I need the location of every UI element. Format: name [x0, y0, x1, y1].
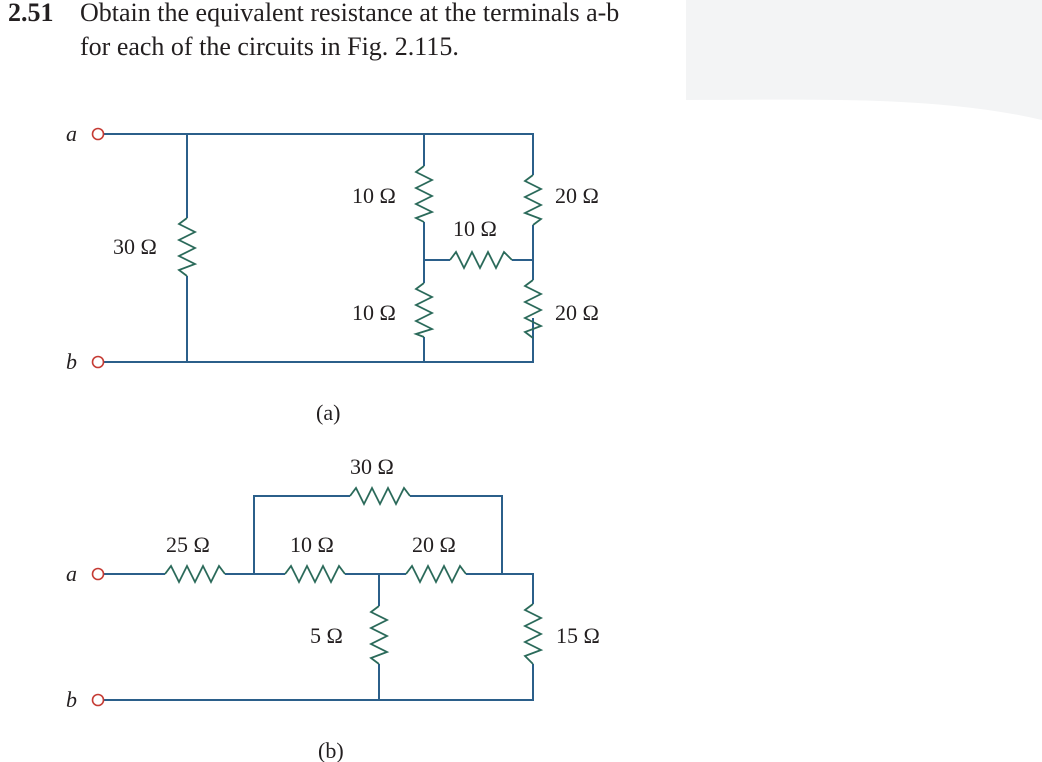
wire-a-top: [104, 133, 534, 175]
wire-a-bottom: [104, 318, 534, 363]
resistor-b-10ohm: [284, 563, 346, 585]
resistor-a-10ohm-bridge: [449, 249, 513, 271]
label-a-terminal-b: b: [66, 349, 77, 374]
problem-text-line2: for each of the circuits in Fig. 2.115.: [80, 32, 459, 61]
problem-text-line1: Obtain the equivalent resistance at the …: [80, 0, 620, 27]
label-a-10ohm-bridge: 10 Ω: [453, 216, 497, 241]
resistor-b-20ohm: [405, 563, 467, 585]
caption-b: (b): [318, 738, 344, 762]
resistor-b-25ohm: [164, 563, 226, 585]
label-a-10ohm-upper: 10 Ω: [352, 183, 396, 208]
resistor-a-30ohm: [176, 217, 198, 277]
wire-b-top-loop: [253, 495, 503, 574]
label-a-20ohm-lower: 20 Ω: [555, 300, 599, 325]
resistor-a-10ohm-upper: [413, 165, 435, 223]
problem-statement: 2.51 Obtain the equivalent resistance at …: [8, 0, 619, 64]
wire-b-a-line: [104, 573, 534, 604]
resistor-a-10ohm-lower: [413, 282, 435, 338]
terminal-b-a: [91, 567, 105, 581]
label-a-10ohm-lower: 10 Ω: [352, 300, 396, 325]
resistor-b-30ohm: [349, 485, 411, 507]
label-b-25ohm: 25 Ω: [166, 532, 210, 557]
label-b-20ohm: 20 Ω: [412, 532, 456, 557]
terminal-b-b: [91, 693, 105, 707]
terminal-a-a: [91, 127, 105, 141]
terminal-a-b: [91, 355, 105, 369]
resistor-a-20ohm-lower: [522, 279, 544, 339]
label-b-30ohm: 30 Ω: [350, 454, 394, 479]
resistor-a-20ohm-upper: [522, 174, 544, 226]
problem-number: 2.51: [8, 0, 54, 27]
label-b-terminal-a: a: [66, 561, 77, 586]
wire-b-bottom: [104, 664, 534, 701]
label-b-5ohm: 5 Ω: [310, 623, 343, 648]
circuit-b: a b 30 Ω 25 Ω 10 Ω 20 Ω 5 Ω 15 Ω (b): [66, 454, 600, 762]
label-b-terminal-b: b: [66, 687, 77, 712]
background-shade: [686, 0, 1042, 120]
label-b-10ohm: 10 Ω: [290, 532, 334, 557]
label-a-terminal-a: a: [66, 121, 77, 146]
resistor-b-5ohm: [368, 605, 390, 665]
circuit-a: a b 30 Ω 10 Ω 10 Ω 10 Ω 20 Ω 20 Ω (a): [66, 121, 599, 425]
label-a-20ohm-upper: 20 Ω: [555, 183, 599, 208]
caption-a: (a): [316, 400, 340, 425]
label-a-30ohm: 30 Ω: [113, 234, 157, 259]
resistor-b-15ohm: [522, 603, 544, 665]
label-b-15ohm: 15 Ω: [556, 623, 600, 648]
